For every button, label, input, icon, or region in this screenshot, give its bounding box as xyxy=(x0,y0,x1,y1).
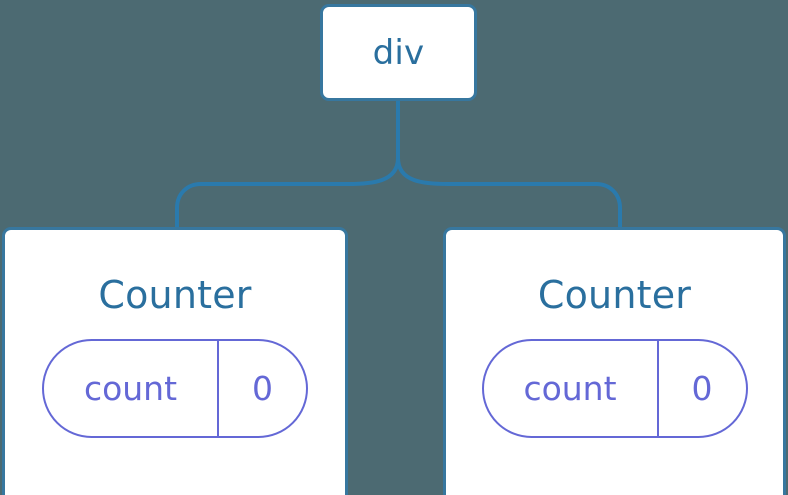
connector-arm-right xyxy=(396,157,622,228)
state-key-right: count xyxy=(484,341,659,436)
state-value-left: 0 xyxy=(252,369,273,408)
state-pill-right[interactable]: count 0 xyxy=(481,339,748,438)
node-root-label: div xyxy=(372,32,425,73)
node-root-div[interactable]: div xyxy=(320,4,477,101)
state-value-right: 0 xyxy=(691,369,713,408)
state-key-left: count xyxy=(44,341,219,436)
node-counter-right[interactable]: Counter count 0 xyxy=(443,227,786,495)
node-counter-left[interactable]: Counter count 0 xyxy=(2,227,348,495)
node-counter-left-label: Counter xyxy=(98,273,252,317)
state-pill-left[interactable]: count 0 xyxy=(42,339,308,438)
connector-arm-left xyxy=(175,157,400,228)
node-counter-right-label: Counter xyxy=(537,273,692,317)
